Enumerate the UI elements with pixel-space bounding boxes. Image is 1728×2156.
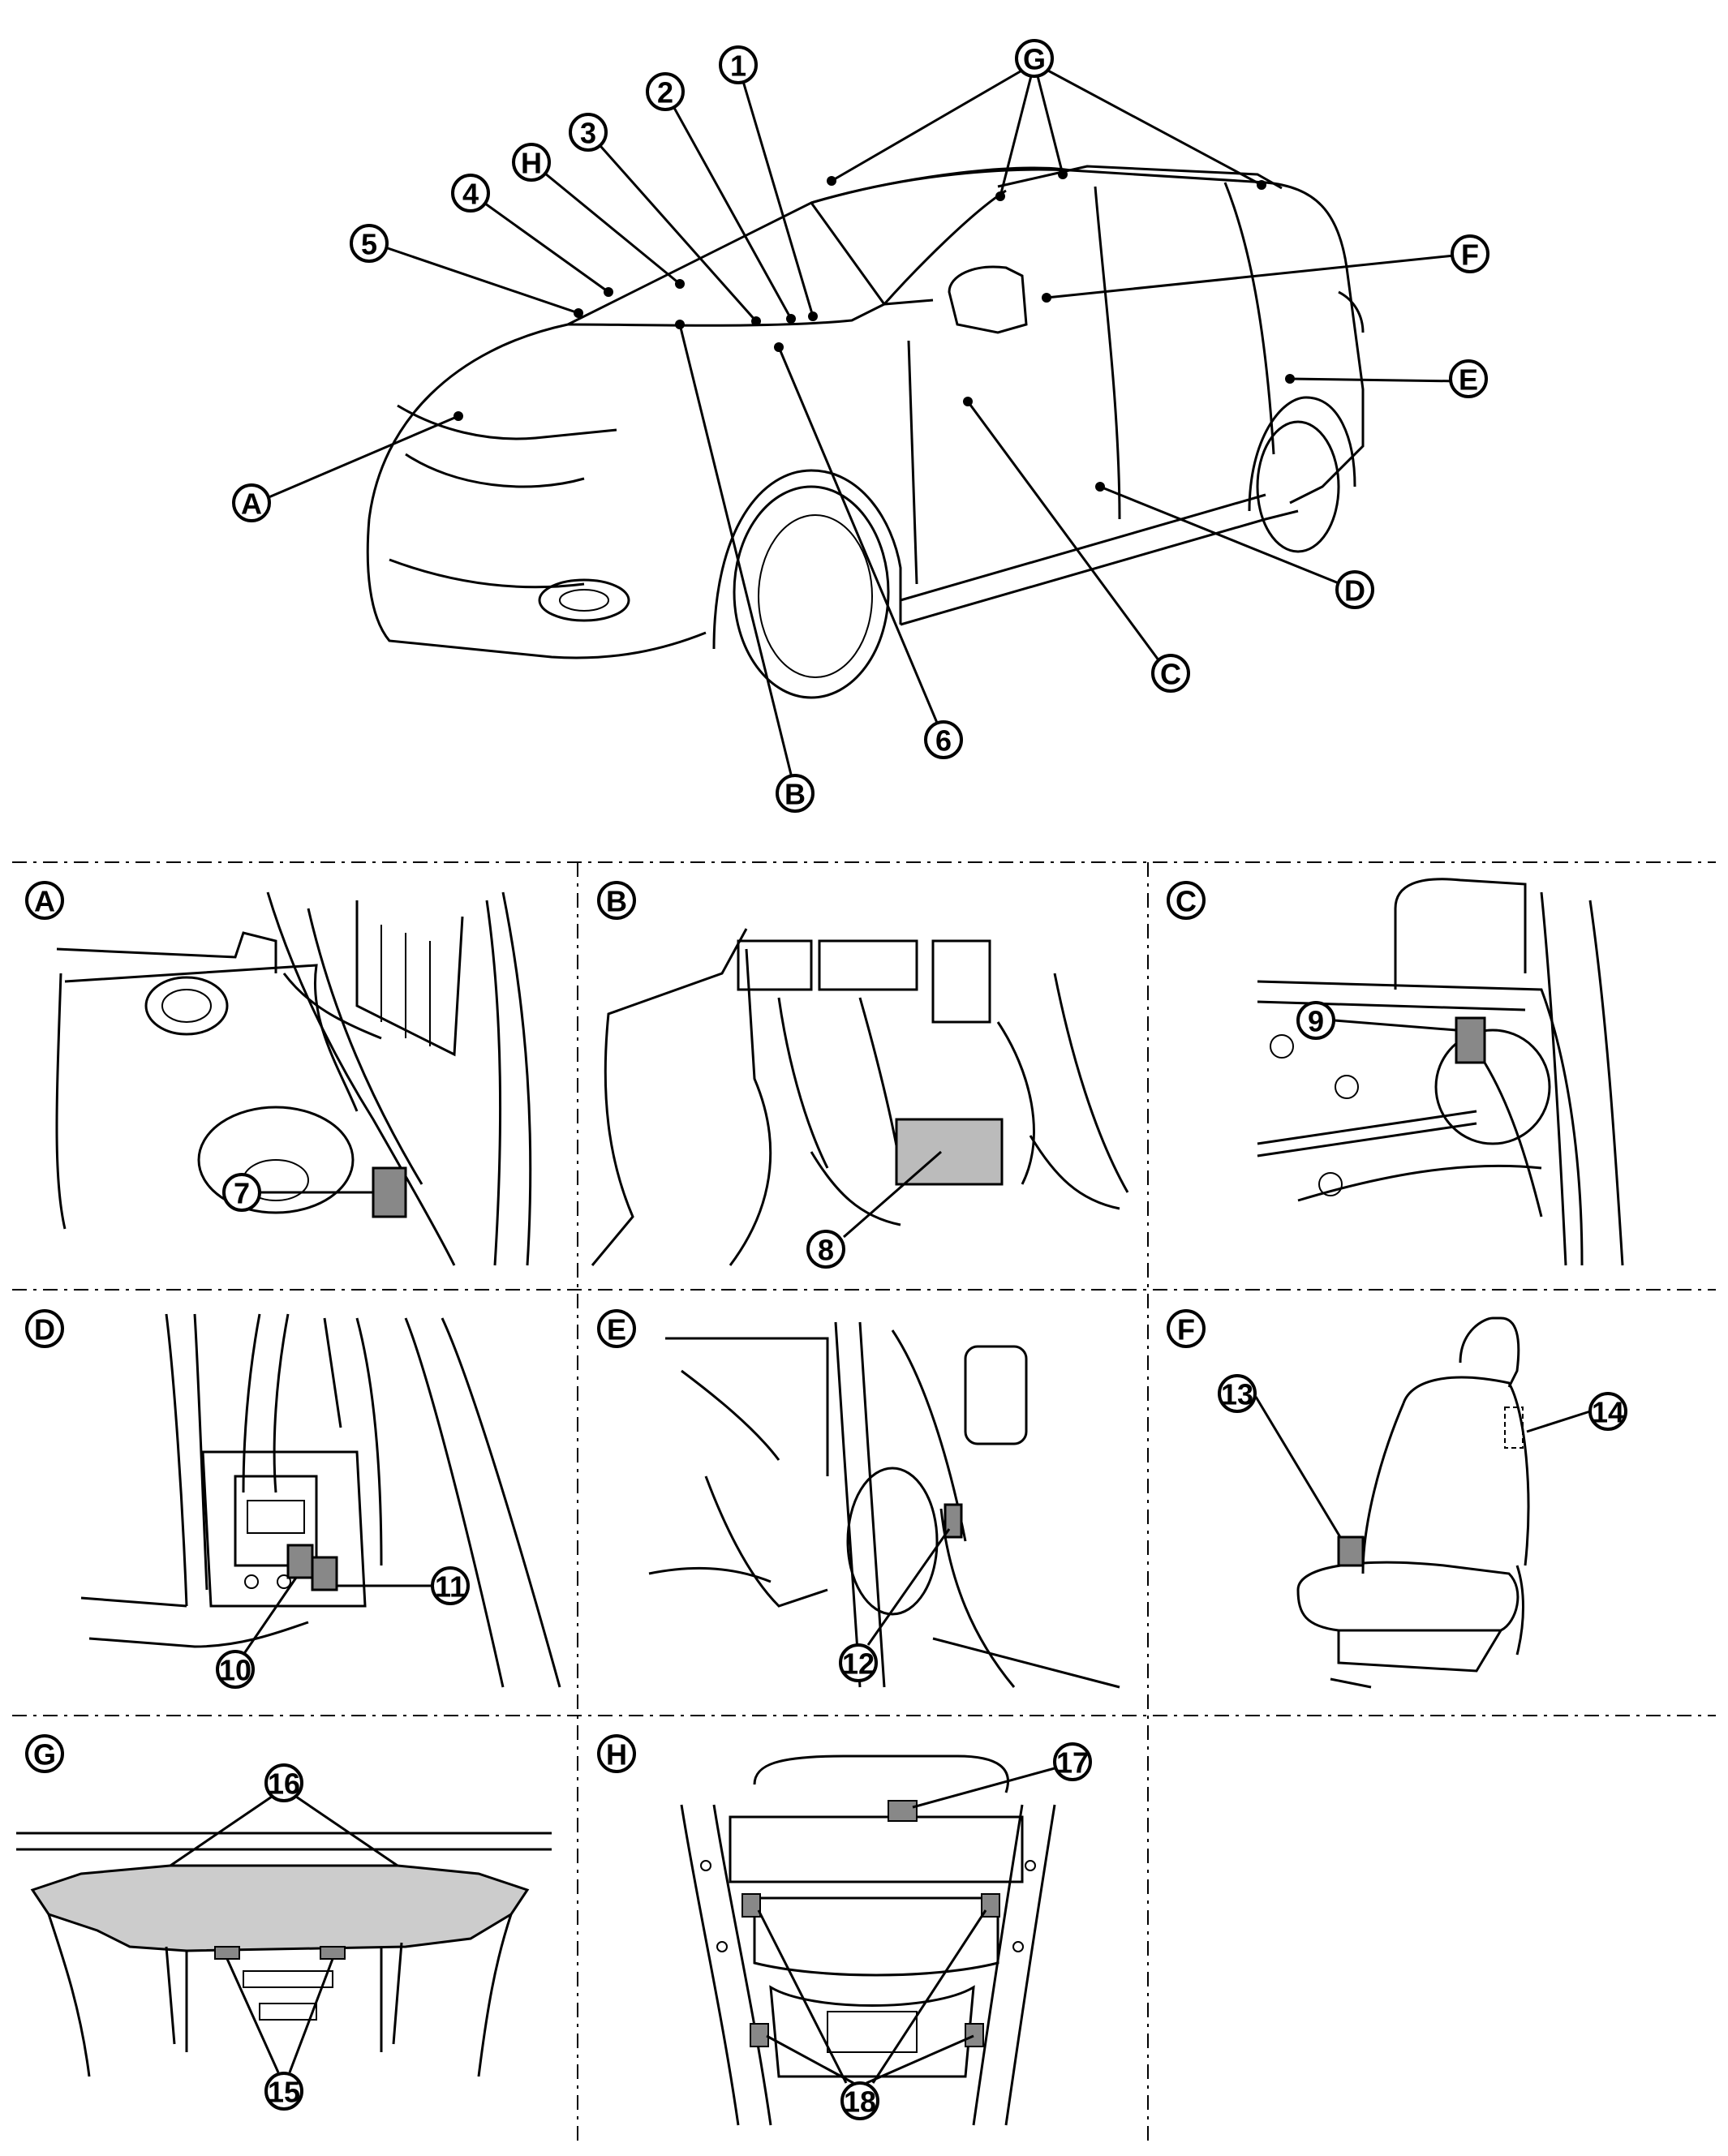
callout-B: B: [776, 774, 815, 813]
svg-text:7: 7: [234, 1177, 250, 1210]
overview-leader-dots: [453, 170, 1295, 492]
svg-text:13: 13: [1221, 1378, 1253, 1411]
svg-text:E: E: [607, 1313, 626, 1346]
svg-text:6: 6: [935, 724, 952, 758]
panel-D-label: D: [25, 1309, 64, 1348]
panel-B: B 8: [591, 881, 1129, 1269]
panel-A-label: A: [25, 881, 64, 920]
svg-text:G: G: [33, 1738, 56, 1772]
callout-G: G: [1015, 39, 1054, 78]
svg-text:C: C: [1176, 885, 1197, 918]
callout-F: F: [1451, 234, 1489, 273]
panel-D: D 10 11: [25, 1309, 561, 1689]
callout-3: 3: [569, 113, 608, 152]
callout-10: 10: [216, 1650, 255, 1689]
callout-9: 9: [1296, 1001, 1335, 1040]
panel-G: G 16 15: [16, 1734, 552, 2111]
svg-text:18: 18: [844, 2085, 876, 2119]
callout-H: H: [512, 143, 551, 182]
svg-text:11: 11: [435, 1570, 466, 1604]
panel-B-label: B: [597, 881, 636, 920]
callout-4: 4: [451, 174, 490, 213]
callout-6: 6: [924, 720, 963, 759]
callout-C: C: [1151, 654, 1190, 693]
svg-text:2: 2: [657, 76, 673, 110]
svg-text:10: 10: [219, 1654, 251, 1687]
svg-text:A: A: [34, 885, 55, 918]
svg-text:A: A: [241, 487, 262, 521]
svg-text:G: G: [1023, 43, 1046, 76]
svg-text:H: H: [521, 147, 542, 180]
svg-text:H: H: [606, 1738, 627, 1772]
panel-A: A 7: [25, 881, 532, 1266]
panel-C: C 9: [1167, 878, 1624, 1266]
svg-text:14: 14: [1592, 1396, 1624, 1429]
panel-F: F 13 14: [1167, 1309, 1627, 1689]
svg-text:1: 1: [730, 49, 746, 83]
callout-8: 8: [806, 1230, 845, 1269]
detail-grid: [12, 861, 1716, 2141]
panel-C-label: C: [1167, 881, 1206, 920]
callout-1: 1: [719, 45, 758, 84]
callout-11: 11: [431, 1566, 470, 1605]
overview-leader-lines: [255, 62, 1471, 792]
svg-text:16: 16: [268, 1767, 300, 1801]
callout-7: 7: [222, 1173, 261, 1212]
callout-5: 5: [350, 224, 389, 263]
svg-text:F: F: [1177, 1313, 1195, 1346]
callout-16: 16: [264, 1763, 303, 1802]
callout-2: 2: [646, 72, 685, 111]
svg-text:17: 17: [1056, 1746, 1089, 1780]
svg-text:8: 8: [818, 1234, 834, 1267]
svg-text:15: 15: [268, 2076, 300, 2109]
svg-text:9: 9: [1308, 1005, 1324, 1038]
callout-D: D: [1335, 570, 1374, 609]
overview-callouts: 1 2 3 H 4 5 A B 6 C D E F G: [232, 39, 1489, 813]
svg-text:D: D: [1344, 574, 1365, 608]
panel-E-label: E: [597, 1309, 636, 1348]
svg-text:F: F: [1461, 238, 1479, 272]
panel-H: H 17 18: [597, 1734, 1092, 2126]
panel-F-label: F: [1167, 1309, 1206, 1348]
panel-G-label: G: [25, 1734, 64, 1773]
callout-13: 13: [1218, 1374, 1257, 1413]
svg-text:D: D: [34, 1313, 55, 1346]
panel-E: E 12: [597, 1309, 1120, 1689]
callout-A: A: [232, 483, 271, 522]
panel-H-label: H: [597, 1734, 636, 1773]
vehicle-overview-drawing: [366, 165, 1365, 699]
callout-15: 15: [264, 2072, 303, 2111]
svg-text:B: B: [784, 778, 806, 811]
callout-E: E: [1449, 359, 1488, 398]
svg-text:3: 3: [580, 117, 596, 150]
callout-17: 17: [1053, 1742, 1092, 1781]
callout-18: 18: [840, 2081, 879, 2120]
svg-text:4: 4: [462, 178, 479, 211]
svg-text:B: B: [606, 885, 627, 918]
svg-text:12: 12: [842, 1647, 875, 1681]
callout-12: 12: [839, 1643, 878, 1682]
callout-14: 14: [1588, 1392, 1627, 1431]
svg-text:E: E: [1459, 363, 1478, 397]
svg-text:C: C: [1160, 658, 1181, 691]
svg-text:5: 5: [361, 228, 377, 261]
